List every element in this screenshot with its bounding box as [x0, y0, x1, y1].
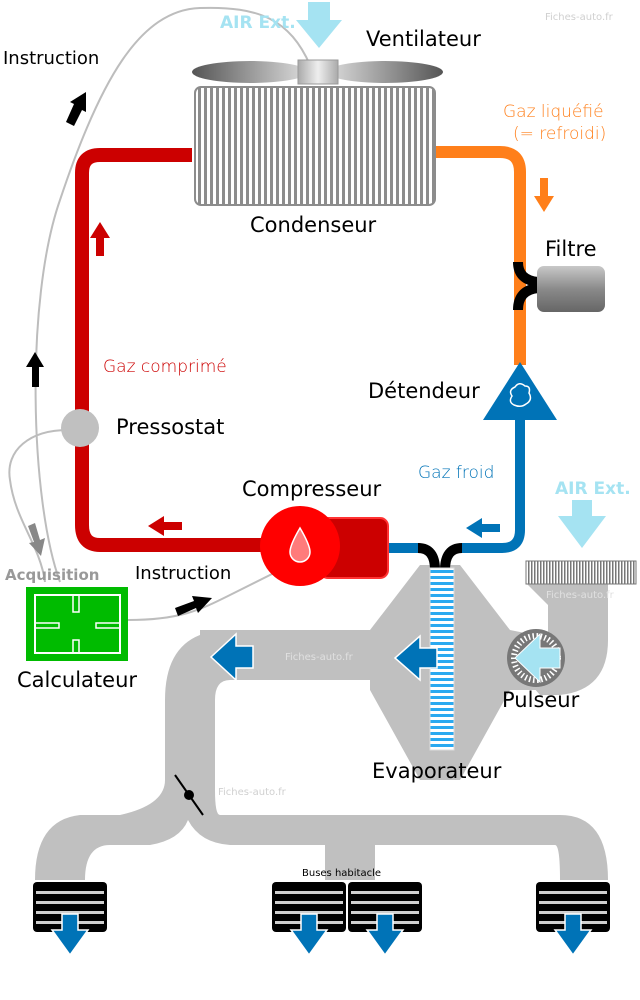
condenser — [194, 86, 436, 206]
wire-ecu-to-fan — [34, 6, 311, 583]
instruction-top-label: Instruction — [3, 48, 99, 69]
outlet-airflow-arrow-icon — [553, 913, 593, 957]
air-arrow-top-icon — [296, 2, 342, 48]
flow-arrow-hot-left-icon — [148, 516, 182, 536]
outlet-louver — [36, 891, 104, 894]
gaz-comprime-label: Gaz comprimé — [103, 357, 227, 377]
airflow-arrow-duct-icon — [209, 632, 254, 682]
ecu-box — [26, 587, 128, 661]
acquisition-label: Acquisition — [5, 566, 99, 584]
ventilateur-label: Ventilateur — [366, 27, 481, 51]
pipe-liquid — [435, 146, 526, 365]
filtre-label: Filtre — [545, 237, 597, 261]
evaporator-connector — [417, 543, 463, 571]
instruction-arrow-bottom-icon — [175, 596, 212, 616]
outlet-grille — [272, 882, 346, 932]
instruction-arrow-top-icon — [66, 92, 86, 126]
compresseur-label: Compresseur — [242, 477, 382, 501]
instruction-arrow-mid-icon — [26, 352, 44, 387]
expansion-cloud-icon — [509, 383, 532, 408]
fan-blade-right — [327, 61, 443, 83]
air-arrow-right-icon — [558, 500, 606, 548]
filter — [537, 266, 605, 312]
outlet-louver — [36, 901, 104, 904]
fan-blade-left — [192, 61, 308, 83]
fan — [192, 59, 443, 85]
outlet-louver — [539, 901, 607, 904]
outlet-louver — [275, 901, 343, 904]
blower-air-arrow-icon — [514, 632, 561, 684]
gaz-liquefie-sub-label: (= refroidi) — [513, 124, 606, 144]
fan-hub — [297, 59, 339, 85]
outlet-louver — [36, 911, 104, 914]
evaporateur-label: Evaporateur — [372, 759, 502, 783]
outlet-louver — [351, 891, 419, 894]
ecu-pin-bottom — [72, 639, 80, 654]
wire-ecu-to-compressor — [127, 569, 281, 621]
elbow-duct — [165, 630, 230, 790]
watermark-top: Fiches-auto.fr — [545, 12, 614, 23]
outlet-airflow-arrow-icon — [365, 913, 405, 957]
air-ducts — [35, 565, 608, 880]
detendeur-label: Détendeur — [368, 379, 480, 403]
pipe-hot-gas — [75, 148, 270, 552]
acquisition-arrow-icon — [28, 523, 45, 556]
outlet-louver — [351, 911, 419, 914]
watermark-intake: Fiches-auto.fr — [546, 590, 615, 601]
cabin-outlet — [272, 882, 346, 957]
airflow-arrow-evap-icon — [393, 634, 438, 682]
expansion-valve — [483, 362, 557, 420]
ecu-pin-right — [95, 622, 121, 629]
pulseur-label: Pulseur — [502, 688, 580, 712]
cabin-outlet — [33, 882, 107, 957]
outlet-grille — [536, 882, 610, 932]
watermark-duct: Fiches-auto.fr — [285, 652, 354, 663]
cabin-outlets — [33, 882, 610, 957]
outlet-louver — [539, 911, 607, 914]
instruction-bottom-label: Instruction — [135, 563, 231, 584]
outlet-airflow-arrow-icon — [50, 913, 90, 957]
control-wires — [8, 6, 311, 621]
buses-habitacle-label: Buses habitacle — [302, 868, 381, 879]
outlet-louver — [275, 911, 343, 914]
blower — [507, 629, 565, 687]
outlet-louver — [351, 901, 419, 904]
flow-arrow-liquid-icon — [534, 178, 554, 212]
outlet-louver — [539, 891, 607, 894]
flow-arrow-cold-icon — [466, 518, 500, 538]
outlet-louver — [275, 891, 343, 894]
outlet-grille — [348, 882, 422, 932]
flow-arrow-hot-up-icon — [90, 222, 110, 256]
condenseur-label: Condenseur — [250, 213, 377, 237]
cabin-outlet — [536, 882, 610, 957]
wire-pressostat-to-ecu — [8, 429, 69, 583]
mix-flap-pivot — [184, 790, 194, 800]
air-ext-top-label: AIR Ext. — [220, 13, 296, 33]
pressostat-label: Pressostat — [116, 415, 224, 439]
gaz-liquefie-label: Gaz liquéfié — [503, 102, 604, 122]
air-intake-grille — [525, 560, 637, 585]
watermark-bottom: Fiches-auto.fr — [218, 787, 287, 798]
distribution-duct — [35, 780, 608, 880]
ecu — [26, 587, 128, 661]
calculateur-label: Calculateur — [17, 668, 137, 692]
evaporator-housing — [370, 565, 560, 780]
pressostat — [61, 409, 99, 447]
ecu-pin-left — [34, 622, 60, 629]
refrigerant-drop-icon — [289, 526, 311, 563]
outlet-grille — [33, 882, 107, 932]
cabin-outlet — [348, 882, 422, 957]
air-ext-right-label: AIR Ext. — [555, 479, 631, 499]
pipe-cold-gas — [462, 415, 525, 553]
ecu-pin-top — [72, 594, 80, 613]
gaz-froid-label: Gaz froid — [418, 463, 494, 483]
filter-connector — [513, 261, 539, 311]
outlet-airflow-arrow-icon — [289, 913, 329, 957]
